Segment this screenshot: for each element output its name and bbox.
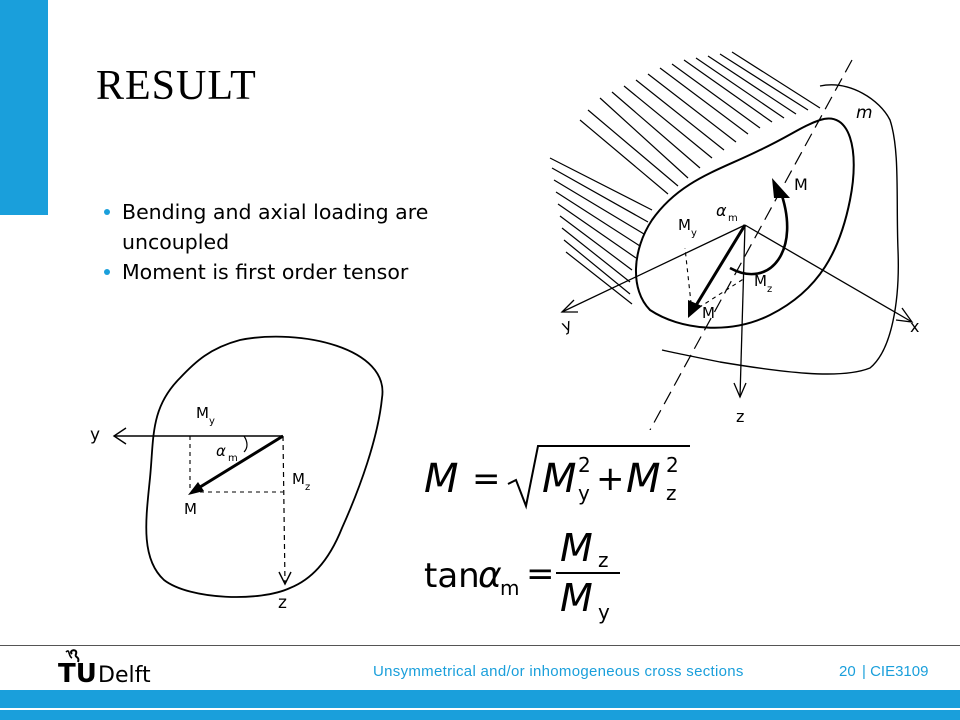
svg-text:+: + [596, 459, 625, 499]
svg-text:tan: tan [424, 556, 480, 596]
label-m: m [856, 103, 873, 123]
svg-text:M: M [560, 527, 593, 570]
axis-z-3d [739, 224, 746, 398]
svg-text:z: z [767, 284, 772, 295]
bar-cross-section-3d-figure: m M α m M y M z M y x z [549, 51, 919, 430]
logo-delft-text: Delft [98, 663, 151, 688]
svg-text:y: y [691, 228, 697, 239]
label-My-3d: M [678, 216, 691, 234]
cross-section-2d-figure: y M y α m M z M z [90, 335, 384, 613]
label-Mz-2d: M [292, 470, 305, 488]
accent-bar [0, 0, 48, 215]
svg-text:=: = [526, 554, 555, 594]
svg-text:y: y [209, 416, 215, 427]
axis-y-3d [561, 224, 746, 313]
footer-title: Unsymmetrical and/or inhomogeneous cross… [373, 663, 744, 680]
axis-z-2d [282, 435, 286, 585]
footer-divider [0, 645, 960, 646]
label-z-2d: z [278, 593, 287, 613]
label-M-2d: M [184, 500, 197, 518]
svg-text:M: M [542, 456, 577, 502]
svg-text:=: = [472, 459, 501, 499]
svg-text:z: z [598, 548, 609, 572]
svg-text:2: 2 [578, 453, 591, 477]
label-y-2d: y [90, 425, 100, 445]
svg-text:z: z [666, 481, 677, 505]
sqrt-sign [507, 445, 690, 510]
bottom-band [0, 690, 960, 720]
label-z-3d: z [736, 407, 744, 426]
label-M-vector-3d: M [702, 304, 715, 322]
moment-vector-2d [191, 434, 284, 494]
cross-section-outline [634, 117, 855, 329]
svg-text:y: y [598, 600, 610, 624]
flame-icon [65, 649, 80, 663]
logo-tu-text: TU [58, 659, 97, 688]
label-y-3d: y [559, 315, 574, 336]
label-alpha-3d: α [716, 201, 727, 220]
svg-text:m: m [228, 453, 238, 464]
svg-text:m: m [728, 213, 738, 224]
cross-section-2d-outline [145, 335, 384, 598]
label-My-2d: M [196, 404, 209, 422]
label-x-3d: x [910, 317, 919, 336]
svg-text:2: 2 [666, 453, 679, 477]
tu-delft-logo: TU Delft [58, 649, 151, 688]
slide-title: RESULT [96, 63, 257, 109]
formula-resultant-moment: M = M 2 y + M 2 z [424, 445, 690, 510]
course-code: | CIE3109 [862, 663, 929, 680]
svg-text:y: y [578, 481, 590, 505]
svg-text:M: M [424, 456, 459, 502]
svg-text:α: α [478, 555, 502, 596]
label-alpha-2d: α [216, 442, 226, 460]
bullet-list: Bending and axial loading are uncoupled … [103, 197, 503, 287]
end-plane-outline [661, 84, 899, 375]
svg-text:m: m [500, 576, 519, 600]
page-number: 20 [839, 663, 856, 680]
svg-text:z: z [305, 482, 310, 493]
bullet-item: Bending and axial loading are uncoupled [103, 197, 503, 257]
bottom-band-line [0, 708, 960, 710]
curved-moment-arrow [729, 189, 789, 276]
svg-text:M: M [560, 576, 593, 620]
hatching [549, 51, 821, 305]
formula-angle: tan α m = M z M y [424, 527, 620, 624]
label-Mz-3d: M [754, 272, 767, 290]
neutral-axis-dashed [649, 59, 853, 430]
svg-text:M: M [626, 456, 661, 502]
axis-x-3d [744, 224, 913, 323]
moment-vector-3d [690, 224, 747, 313]
bullet-item: Moment is first order tensor [103, 257, 503, 287]
label-M-curved: M [794, 175, 808, 194]
